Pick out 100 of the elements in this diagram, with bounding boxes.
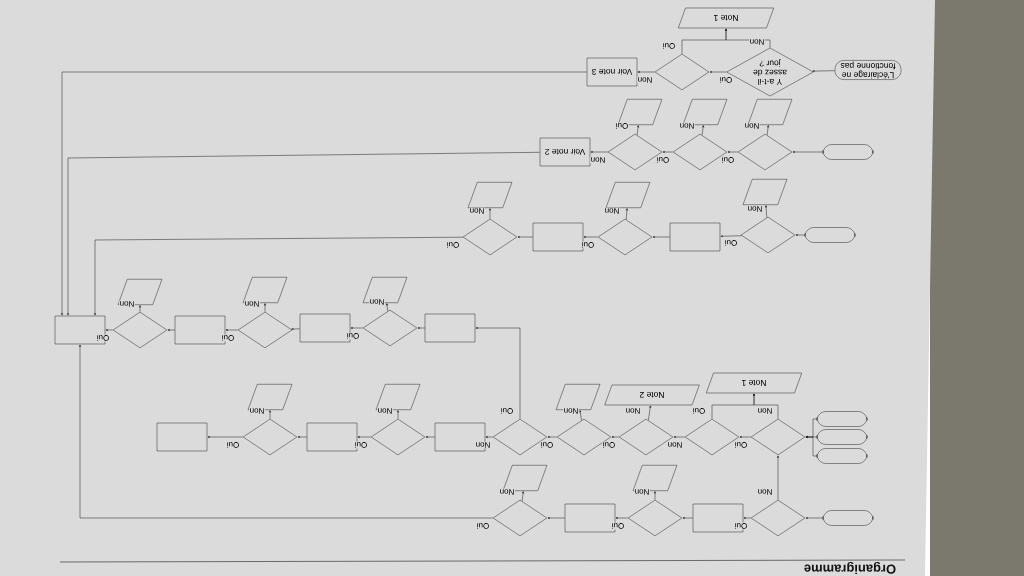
- decision-diamond: [242, 418, 298, 456]
- output-parallelogram: Note 1: [678, 7, 774, 29]
- arrow: [94, 236, 464, 316]
- decision-diamond: [750, 499, 806, 537]
- arrow: [61, 71, 587, 316]
- output-parallelogram: [362, 277, 408, 303]
- title: Organigramme: [804, 561, 896, 575]
- output-parallelogram: [247, 384, 293, 410]
- arrow: [682, 517, 693, 519]
- decision-diamond: [750, 418, 806, 456]
- arrow: [711, 393, 755, 419]
- decision-diamond: [740, 216, 796, 254]
- decision-diamond: [737, 133, 793, 171]
- arrow: [167, 329, 175, 331]
- output-parallelogram: [242, 277, 288, 303]
- arrow: [547, 436, 557, 438]
- arrow: [79, 344, 493, 519]
- decision-diamond: [462, 218, 518, 256]
- output-parallelogram: [467, 182, 513, 208]
- arrow: [350, 327, 363, 329]
- arrow: [766, 125, 769, 136]
- arrow: [611, 436, 619, 438]
- process-box: Voir note 3: [586, 57, 638, 87]
- arrow: [739, 436, 751, 438]
- output-parallelogram: [375, 384, 421, 410]
- arrow: [777, 455, 779, 500]
- arrow: [652, 236, 670, 238]
- decision-diamond: [492, 499, 548, 537]
- arrow: [792, 151, 823, 153]
- arrow: [207, 436, 243, 438]
- decision-diamond: [237, 311, 293, 349]
- arrow: [795, 234, 805, 236]
- terminal-box: [822, 144, 874, 160]
- process-box: Voir note 2: [539, 137, 591, 167]
- arrow: [648, 405, 652, 421]
- arrow: [67, 152, 540, 316]
- arrow: [485, 436, 493, 438]
- decision-diamond: [370, 418, 426, 456]
- decision-diamond: [597, 218, 653, 256]
- arrow: [225, 329, 238, 331]
- terminal-box: [816, 429, 868, 445]
- terminal-box: [804, 227, 856, 243]
- arrow: [475, 327, 521, 419]
- arrow: [547, 517, 565, 519]
- output-parallelogram: Note 2: [604, 384, 700, 406]
- arrow: [701, 125, 704, 136]
- output-parallelogram: [117, 279, 163, 305]
- output-parallelogram: [682, 99, 728, 125]
- arrow: [489, 208, 491, 219]
- arrow: [681, 28, 727, 54]
- process-box: [424, 313, 476, 343]
- arrow: [662, 151, 673, 153]
- arrow: [291, 328, 300, 330]
- arrow: [590, 151, 608, 153]
- decision-diamond: [362, 309, 418, 347]
- output-parallelogram: [747, 99, 793, 125]
- decision-diamond: [627, 499, 683, 537]
- output-parallelogram: [605, 182, 651, 208]
- arrow: [397, 410, 399, 419]
- arrow: [636, 125, 639, 136]
- arrow: [720, 235, 743, 238]
- terminal-box: [822, 510, 874, 526]
- arrow: [297, 436, 307, 438]
- arrow: [517, 236, 533, 238]
- arrow: [615, 517, 628, 519]
- arrow: [357, 436, 371, 438]
- arrow: [386, 303, 389, 312]
- output-parallelogram: [742, 179, 788, 205]
- output-parallelogram: [555, 384, 601, 410]
- arrow: [637, 71, 655, 73]
- arrow: [269, 410, 271, 419]
- arrow: [626, 208, 628, 220]
- terminal-box: [816, 411, 868, 427]
- arrow: [765, 205, 768, 218]
- arrow: [805, 517, 823, 519]
- arrow: [583, 236, 598, 238]
- arrow: [417, 327, 425, 329]
- process-box: [669, 222, 721, 252]
- arrow: [812, 70, 835, 72]
- arrow: [805, 436, 817, 457]
- arrow: [521, 491, 524, 502]
- terminal-box: [816, 448, 868, 464]
- arrow: [579, 410, 582, 421]
- arrow: [425, 436, 435, 438]
- arrow: [673, 436, 685, 438]
- output-parallelogram: [632, 465, 678, 491]
- output-parallelogram: [617, 99, 663, 125]
- output-parallelogram: [502, 465, 548, 491]
- decision-diamond: [654, 53, 710, 91]
- arrow: [105, 329, 113, 331]
- decision-diamond: [112, 311, 168, 349]
- arrow: [727, 151, 738, 153]
- process-box: [532, 222, 584, 252]
- process-box: [156, 422, 208, 452]
- arrow: [139, 305, 141, 312]
- terminal-box: L'éclairage ne fonctionne pas: [834, 60, 902, 80]
- arrow: [264, 303, 266, 312]
- output-parallelogram: Note 1: [706, 372, 802, 394]
- arrow: [654, 491, 656, 500]
- arrow: [743, 517, 751, 519]
